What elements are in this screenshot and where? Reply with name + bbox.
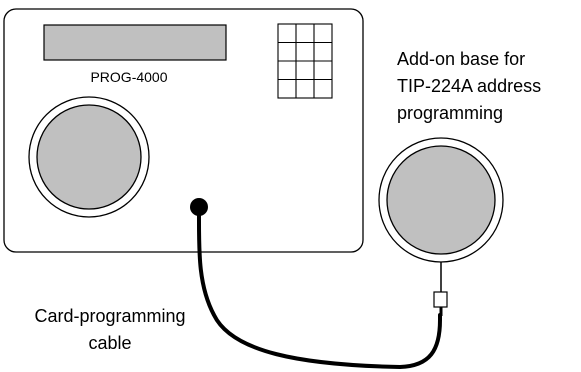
cable-label: Card-programming cable	[34, 306, 185, 353]
add-on-label-line: programming	[397, 103, 503, 123]
card-reader-pad	[28, 96, 150, 218]
keypad	[277, 23, 333, 99]
add-on-base	[378, 137, 504, 316]
programming-cable	[196, 211, 442, 369]
cable-label-line: cable	[88, 333, 131, 353]
lcd-display	[43, 24, 227, 61]
add-on-label-line: Add-on base for	[397, 49, 525, 69]
card-reader-pad-surface	[36, 104, 142, 210]
device-label: PROG-4000	[90, 69, 167, 85]
cable-label-line: Card-programming	[34, 306, 185, 326]
inline-connector	[433, 291, 448, 308]
add-on-label-line: TIP-224A address	[397, 76, 541, 96]
cable-connector	[190, 198, 208, 216]
prog-4000-unit: PROG-4000	[3, 8, 364, 253]
add-on-label: Add-on base for TIP-224A address program…	[397, 49, 541, 123]
add-on-base-surface	[386, 145, 496, 255]
